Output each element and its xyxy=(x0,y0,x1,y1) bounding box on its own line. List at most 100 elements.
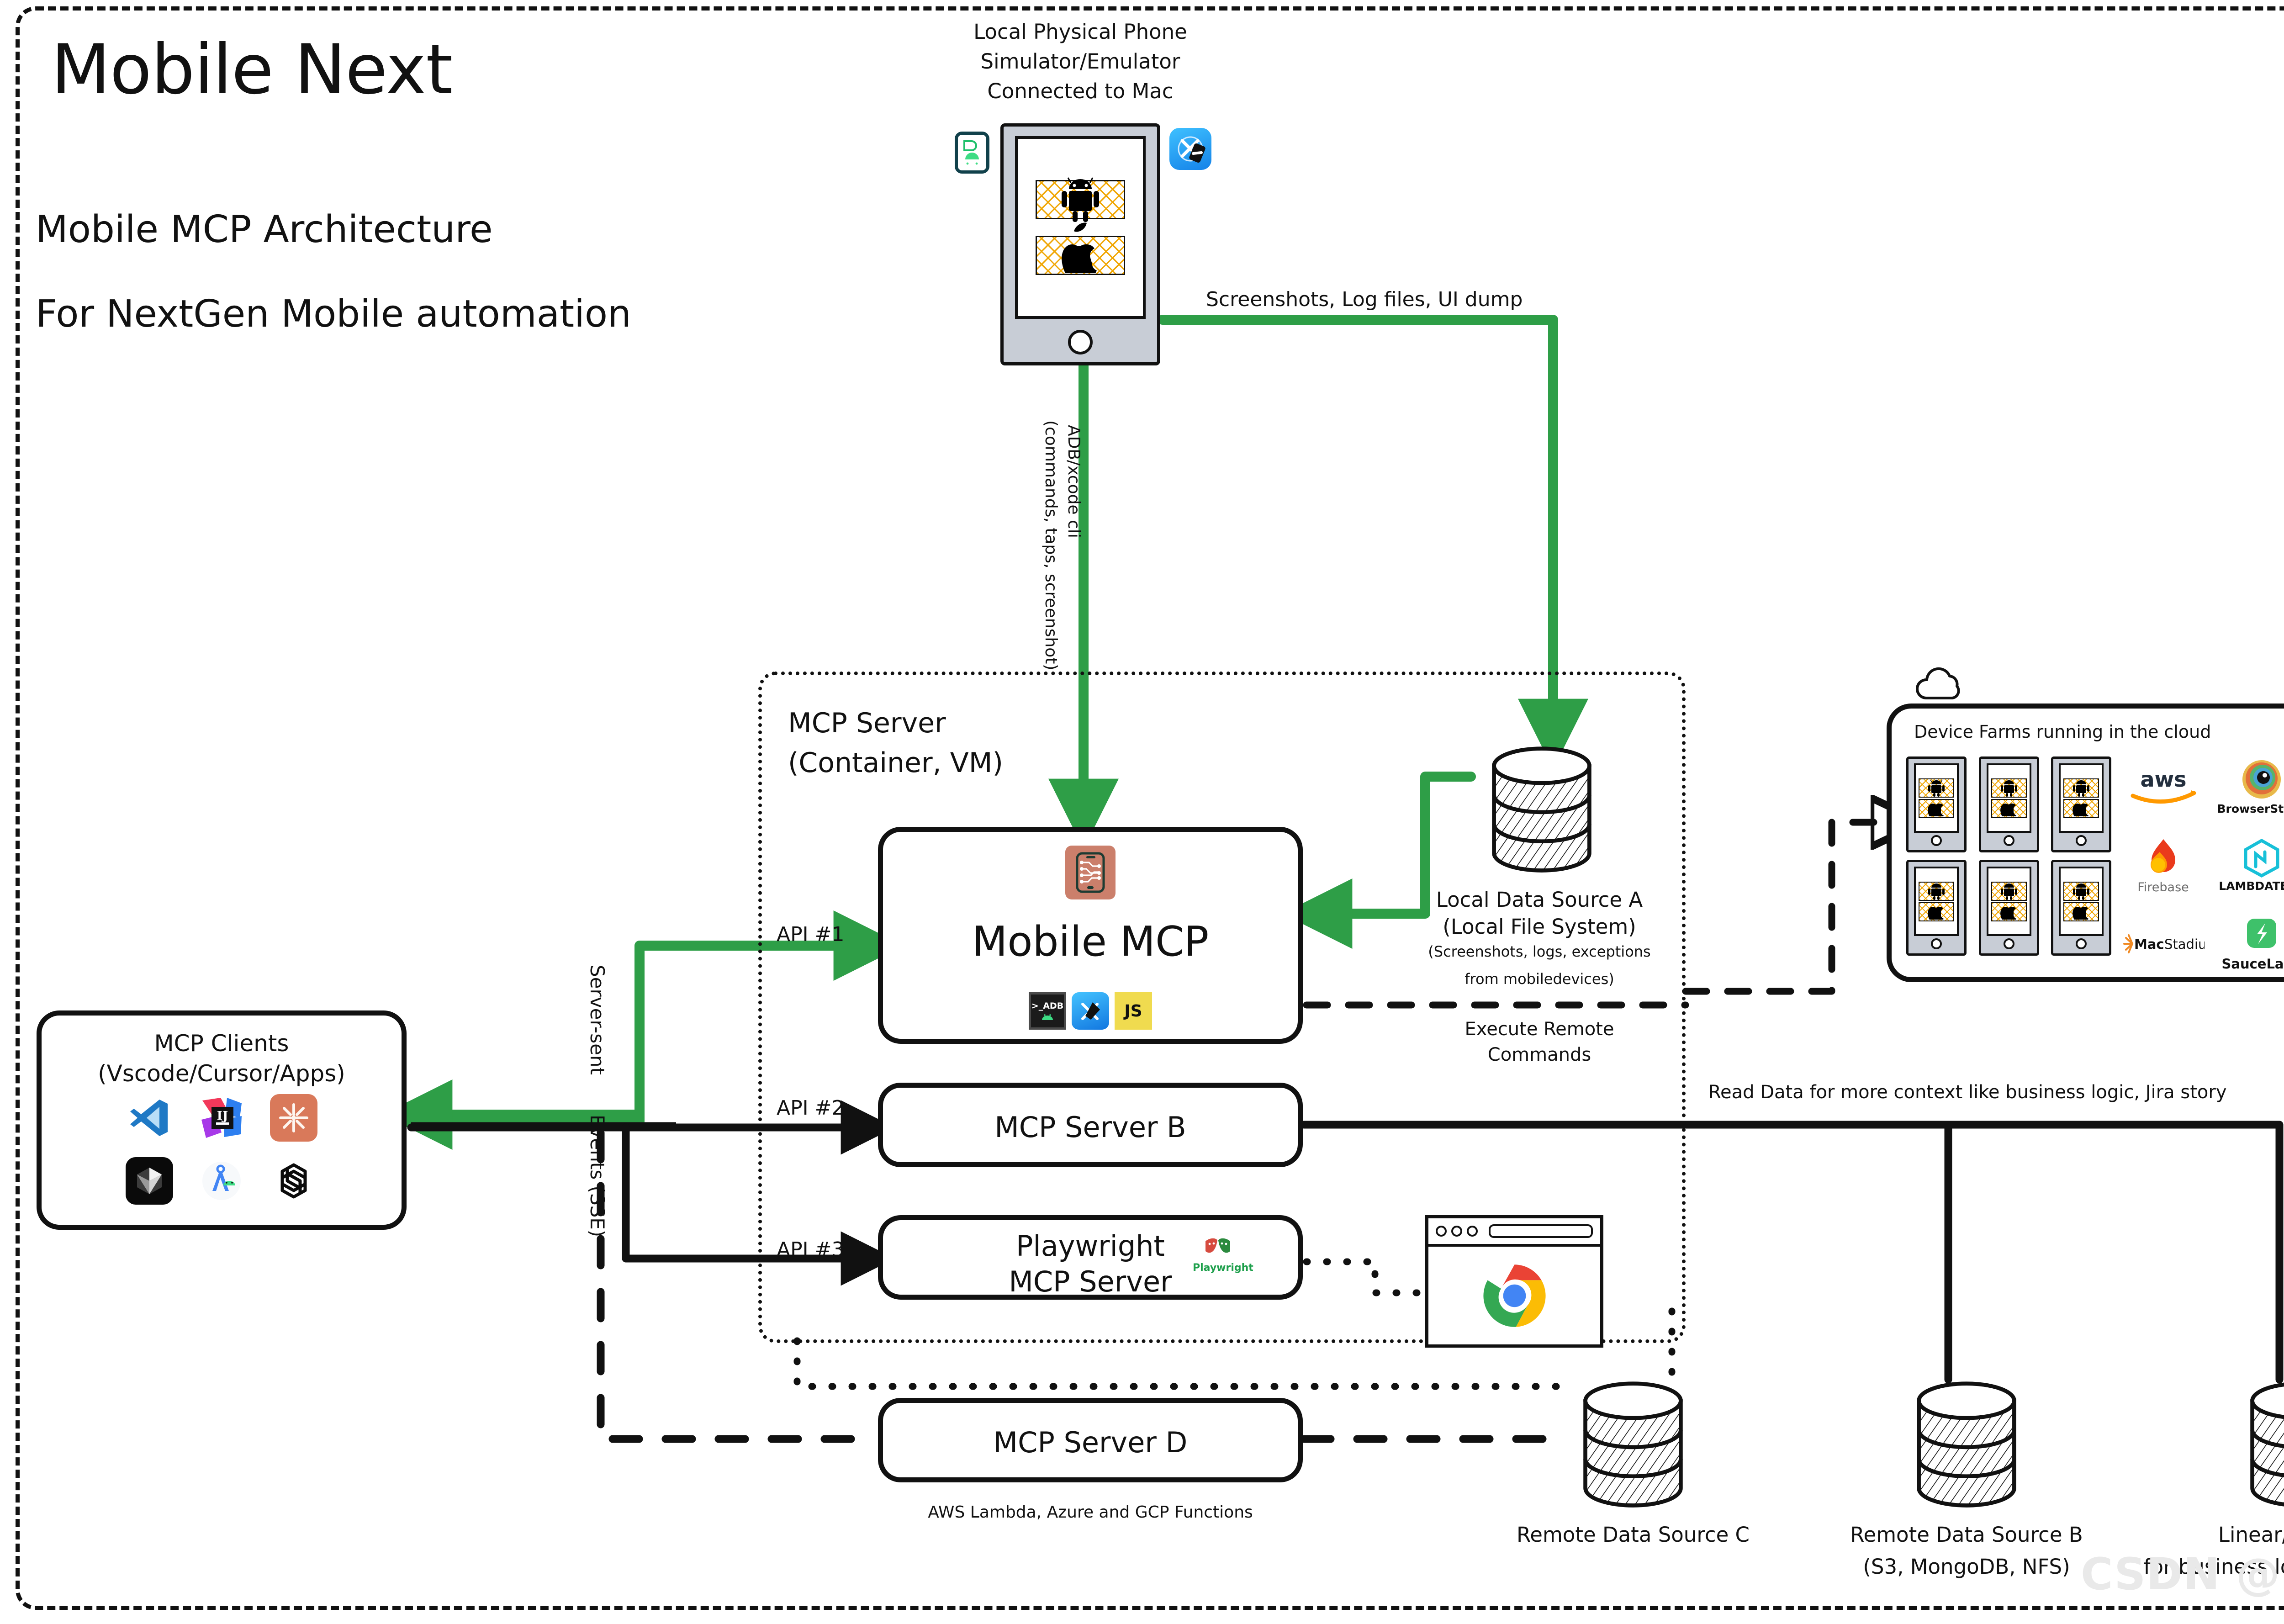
subtitle-line-1: Mobile MCP Architecture xyxy=(36,208,493,251)
farm-device xyxy=(2051,756,2112,852)
playwright-title-line2: MCP Server xyxy=(1009,1264,1172,1298)
local-data-source-note-line2: from mobiledevices) xyxy=(1465,970,1614,988)
mcp-server-label-line1: MCP Server xyxy=(788,707,946,739)
claude-icon[interactable] xyxy=(270,1094,317,1142)
remote-data-source-c-cylinder xyxy=(1567,1380,1699,1512)
mcp-clients-title-line2: (Vscode/Cursor/Apps) xyxy=(98,1060,345,1087)
device-farms-panel[interactable]: aws BrowserStack xyxy=(1887,704,2284,982)
saucelabs-label: SauceLabs xyxy=(2221,956,2284,972)
mobile-mcp-title: Mobile MCP xyxy=(972,918,1209,966)
mcp-clients-title: MCP Clients (Vscode/Cursor/Apps) xyxy=(42,1028,402,1089)
javascript-icon: JS xyxy=(1115,992,1152,1030)
firebase-label: Firebase xyxy=(2137,880,2189,894)
mobile-circuit-icon xyxy=(1065,846,1116,899)
mcp-server-d-node[interactable]: MCP Server D xyxy=(878,1398,1303,1482)
device-farm-provider-logos: aws BrowserStack xyxy=(2116,752,2284,978)
cloud-icon xyxy=(1914,662,1969,701)
cursor-icon[interactable] xyxy=(126,1157,173,1205)
playwright-icon: Playwright xyxy=(1193,1237,1253,1274)
mcp-server-d-note: AWS Lambda, Azure and GCP Functions xyxy=(928,1503,1253,1522)
aws-icon: aws xyxy=(2116,752,2210,821)
farm-device xyxy=(2051,860,2112,956)
xcode-icon xyxy=(1072,992,1109,1030)
farm-device xyxy=(1978,860,2039,956)
android-studio-icon xyxy=(955,132,989,174)
local-data-source-title: Local Data Source A xyxy=(1436,888,1643,912)
local-data-source-caption: Local Data Source A (Local File System) xyxy=(1398,886,1681,941)
local-data-source-note-line1: (Screenshots, logs, exceptions xyxy=(1428,943,1651,960)
sse-label-line1: Server-sent xyxy=(586,965,608,1075)
device-farm-device-grid xyxy=(1906,756,2116,956)
api-2-label: API #2 xyxy=(777,1096,845,1120)
commands-flow-label: (commands, taps, screenshot) xyxy=(1042,420,1060,671)
playwright-logo-label: Playwright xyxy=(1193,1262,1253,1274)
diagram-outer-frame xyxy=(16,6,2284,1610)
playwright-mcp-server-node[interactable]: Playwright MCP Server Playwright xyxy=(878,1215,1303,1300)
vscode-icon[interactable] xyxy=(126,1094,173,1142)
firebase-icon: Firebase xyxy=(2116,831,2210,899)
remote-data-source-b-subtitle: (S3, MongoDB, NFS) xyxy=(1863,1555,2070,1579)
subtitle-line-2: For NextGen Mobile automation xyxy=(36,292,632,336)
mcp-server-label-line2: (Container, VM) xyxy=(788,747,1003,779)
read-data-label: Read Data for more context like business… xyxy=(1708,1082,2227,1103)
local-data-source-note: (Screenshots, logs, exceptions from mobi… xyxy=(1398,941,1681,990)
sse-label-line2: Events (SSE) xyxy=(586,1115,608,1238)
execute-remote-line1: Execute Remote xyxy=(1465,1019,1614,1040)
phone-screen xyxy=(1015,136,1146,319)
local-device-phone xyxy=(1000,123,1160,365)
mcp-server-b-title: MCP Server B xyxy=(994,1111,1186,1144)
svg-text:Mac: Mac xyxy=(2134,936,2164,952)
local-data-source-cylinder xyxy=(1475,745,1608,877)
mobile-mcp-toolchain: >_ADB JS xyxy=(1029,992,1152,1030)
linear-atlassian-title: Linear/Atlassian xyxy=(2218,1523,2284,1547)
linear-atlassian-cylinder xyxy=(2234,1380,2284,1512)
browserstack-icon: BrowserStack xyxy=(2215,752,2284,821)
remote-data-source-b-title: Remote Data Source B xyxy=(1850,1523,2083,1547)
chrome-icon xyxy=(1483,1264,1546,1327)
mcp-server-container xyxy=(758,672,1686,1343)
apple-logo-tile xyxy=(1036,236,1125,275)
browserstack-label: BrowserStack xyxy=(2217,802,2284,815)
lambdatest-label: LAMBDATEST xyxy=(2219,879,2284,893)
execute-remote-commands-label: Execute Remote Commands xyxy=(1412,1016,1667,1068)
svg-text:Stadium: Stadium xyxy=(2164,936,2205,952)
mobile-mcp-node[interactable]: Mobile MCP >_ADB JS xyxy=(878,827,1303,1044)
android-studio-icon[interactable] xyxy=(198,1157,245,1205)
android-logo-tile xyxy=(1036,177,1125,222)
device-caption-line-3: Connected to Mac xyxy=(987,79,1174,103)
openai-icon[interactable] xyxy=(270,1157,317,1205)
farm-device xyxy=(1906,756,1967,852)
api-3-label: API #3 xyxy=(777,1238,845,1261)
intellij-icon[interactable]: IJ xyxy=(198,1094,245,1142)
macstadium-icon: Mac Stadium xyxy=(2116,910,2210,978)
mcp-clients-node[interactable]: MCP Clients (Vscode/Cursor/Apps) IJ xyxy=(37,1010,407,1230)
playwright-title-line1: Playwright xyxy=(1016,1229,1165,1263)
playwright-title: Playwright MCP Server xyxy=(883,1228,1298,1299)
farm-device xyxy=(1906,860,1967,956)
screenshots-flow-label: Screenshots, Log files, UI dump xyxy=(1206,288,1523,311)
execute-remote-line2: Commands xyxy=(1487,1044,1591,1065)
mcp-clients-title-line1: MCP Clients xyxy=(154,1030,289,1057)
mcp-server-b-node[interactable]: MCP Server B xyxy=(878,1083,1303,1167)
local-data-source-subtitle: (Local File System) xyxy=(1443,915,1636,939)
adb-icon-label: >_ADB xyxy=(1031,1001,1064,1011)
chrome-browser-window xyxy=(1425,1215,1603,1348)
watermark: CSDN @blues C xyxy=(2081,1549,2284,1600)
svg-text:aws: aws xyxy=(2140,767,2186,792)
svg-text:IJ: IJ xyxy=(217,1109,228,1123)
farm-device xyxy=(1978,756,2039,852)
mcp-client-icon-grid: IJ xyxy=(42,1094,402,1205)
remote-data-source-b-cylinder xyxy=(1900,1380,2033,1512)
mcp-server-d-title: MCP Server D xyxy=(993,1426,1188,1459)
saucelabs-icon: SauceLabs xyxy=(2215,910,2284,978)
mcp-server-label: MCP Server (Container, VM) xyxy=(788,704,1003,783)
apple-leaf-icon xyxy=(1074,222,1087,232)
adb-cli-flow-label: ADB/xcode cli xyxy=(1064,425,1083,538)
remote-data-source-c-title: Remote Data Source C xyxy=(1517,1523,1750,1547)
device-caption-line-2: Simulator/Emulator xyxy=(980,49,1180,74)
linear-atlassian-subtitle: for business logic/story/tickets xyxy=(2143,1555,2284,1579)
device-caption-line-1: Local Physical Phone xyxy=(973,20,1187,44)
javascript-icon-label: JS xyxy=(1124,1001,1142,1021)
page-title: Mobile Next xyxy=(51,30,453,110)
